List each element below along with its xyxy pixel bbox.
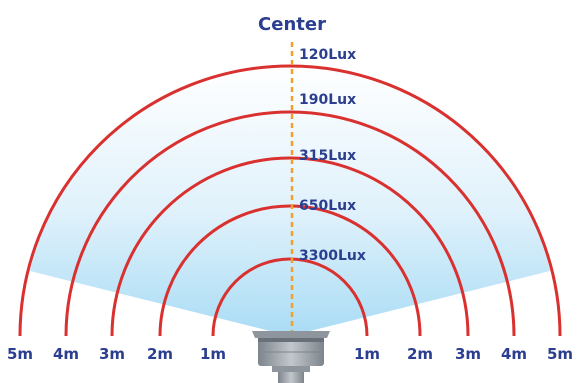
distance-labels: 5m 5m 4m 4m 3m 3m 2m 2m 1m 1m	[7, 345, 573, 363]
lux-label-4m: 190Lux	[299, 92, 356, 108]
distance-label-right-1m: 1m	[354, 345, 380, 363]
distance-label-left-2m: 2m	[147, 345, 173, 363]
distance-label-right-3m: 3m	[455, 345, 481, 363]
center-label: Center	[258, 14, 326, 35]
lux-label-2m: 650Lux	[299, 198, 356, 214]
distance-label-right-2m: 2m	[407, 345, 433, 363]
distance-label-right-4m: 4m	[501, 345, 527, 363]
illuminance-rings	[18, 64, 562, 337]
lux-label-1m: 3300Lux	[299, 248, 366, 264]
ring-4m	[64, 110, 516, 337]
distance-label-left-4m: 4m	[53, 345, 79, 363]
ring-2m	[158, 204, 422, 337]
distance-label-right-5m: 5m	[547, 345, 573, 363]
distance-label-left-5m: 5m	[7, 345, 33, 363]
ring-5m	[18, 64, 562, 337]
light-fixture-icon	[252, 331, 330, 383]
ring-1m	[211, 257, 369, 337]
ring-3m	[110, 156, 470, 337]
lux-labels: 120Lux 190Lux 315Lux 650Lux 3300Lux	[299, 47, 366, 264]
distance-label-left-3m: 3m	[99, 345, 125, 363]
light-beam	[30, 64, 550, 337]
lux-label-5m: 120Lux	[299, 47, 356, 63]
distance-label-left-1m: 1m	[200, 345, 226, 363]
lux-label-3m: 315Lux	[299, 148, 356, 164]
